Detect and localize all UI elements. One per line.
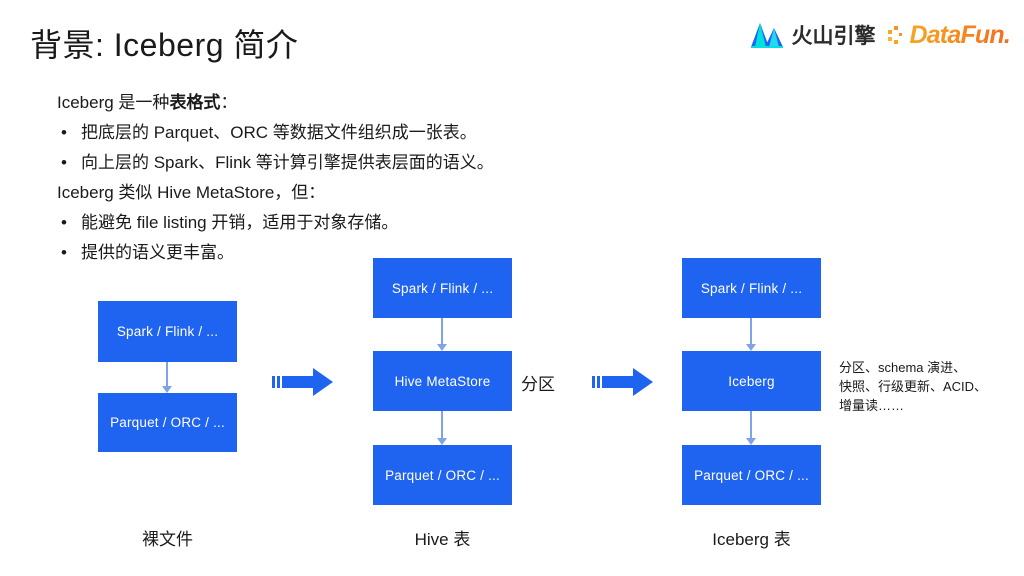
logo-bar: 火山引擎 DataFun. — [750, 20, 1011, 50]
diagram-node-hive-files: Parquet / ORC / ... — [373, 445, 512, 505]
group-label-iceberg-table: Iceberg 表 — [712, 530, 791, 549]
node-label: Spark / Flink / ... — [391, 280, 494, 296]
page-title: 背景: Iceberg 简介 — [30, 27, 299, 63]
bullet-text: 向上层的 Spark、Flink 等计算引擎提供表层面的语义。 — [81, 153, 494, 172]
datafun-logo: DataFun. — [887, 20, 1011, 50]
datafun-label: DataFun. — [909, 20, 1010, 49]
connector-arrow-hive-1 — [437, 318, 447, 351]
group-label-hive-table: Hive 表 — [414, 530, 471, 549]
lead1-suffix: ： — [220, 93, 238, 112]
diagram-node-iceberg: Iceberg — [682, 351, 821, 411]
annotation-line: 增量读…… — [839, 398, 905, 413]
bullet-item: • 提供的语义更丰富。 — [57, 238, 617, 268]
connector-arrow-iceberg-2 — [746, 411, 756, 445]
diagram-node-bare-files: Parquet / ORC / ... — [98, 393, 237, 452]
bullet-item: • 能避免 file listing 开销，适用于对象存储。 — [57, 208, 617, 238]
volcano-engine-label: 火山引擎 — [791, 25, 876, 48]
lead-line-1: Iceberg 是一种表格式： — [57, 88, 617, 118]
transition-arrow-2-icon — [592, 368, 653, 396]
lead-line-2: Iceberg 类似 Hive MetaStore，但： — [57, 183, 326, 202]
node-label: Spark / Flink / ... — [700, 280, 803, 296]
iceberg-feature-annotation: 分区、schema 演进、 快照、行级更新、ACID、 增量读…… — [839, 358, 987, 415]
bullet-text: 能避免 file listing 开销，适用于对象存储。 — [81, 213, 399, 232]
volcano-engine-logo: 火山引擎 — [750, 20, 875, 50]
node-label: Parquet / ORC / ... — [694, 467, 809, 483]
node-label: Hive MetaStore — [394, 373, 491, 389]
diagram-node-bare-engine: Spark / Flink / ... — [98, 301, 237, 362]
connector-arrow-hive-2 — [437, 411, 447, 445]
node-label: Spark / Flink / ... — [116, 324, 219, 339]
lead1-bold: 表格式 — [169, 93, 221, 112]
bullet-text: 提供的语义更丰富。 — [81, 243, 234, 262]
bullet-item: • 把底层的 Parquet、ORC 等数据文件组织成一张表。 — [57, 118, 617, 148]
diagram-node-hive-metastore: Hive MetaStore — [373, 351, 512, 411]
bullet-item: • 向上层的 Spark、Flink 等计算引擎提供表层面的语义。 — [57, 148, 617, 178]
bullet-dot-icon: • — [61, 213, 67, 232]
diagram-node-hive-engine: Spark / Flink / ... — [373, 258, 512, 318]
lead1-prefix: Iceberg 是一种 — [57, 93, 170, 112]
connector-arrow-iceberg-1 — [746, 318, 756, 351]
group-label-bare-files: 裸文件 — [142, 530, 193, 549]
bullet-dot-icon: • — [61, 123, 67, 142]
body-text-block: Iceberg 是一种表格式： • 把底层的 Parquet、ORC 等数据文件… — [57, 88, 617, 268]
node-label: Iceberg — [728, 373, 775, 389]
mountain-icon — [751, 23, 784, 48]
bullet-dot-icon: • — [61, 153, 67, 172]
bullet-dot-icon: • — [61, 243, 67, 262]
node-label: Parquet / ORC / ... — [385, 467, 500, 483]
bullet-text: 把底层的 Parquet、ORC 等数据文件组织成一张表。 — [81, 123, 477, 142]
side-label-partition: 分区 — [521, 375, 555, 394]
node-label: Parquet / ORC / ... — [110, 415, 225, 430]
dots-icon — [888, 26, 903, 44]
transition-arrow-1-icon — [272, 368, 333, 396]
annotation-line: 快照、行级更新、ACID、 — [839, 379, 988, 394]
annotation-line: 分区、schema 演进、 — [839, 360, 967, 375]
connector-arrow-bare-1 — [162, 362, 172, 393]
diagram-node-iceberg-files: Parquet / ORC / ... — [682, 445, 821, 505]
diagram-node-iceberg-engine: Spark / Flink / ... — [682, 258, 821, 318]
